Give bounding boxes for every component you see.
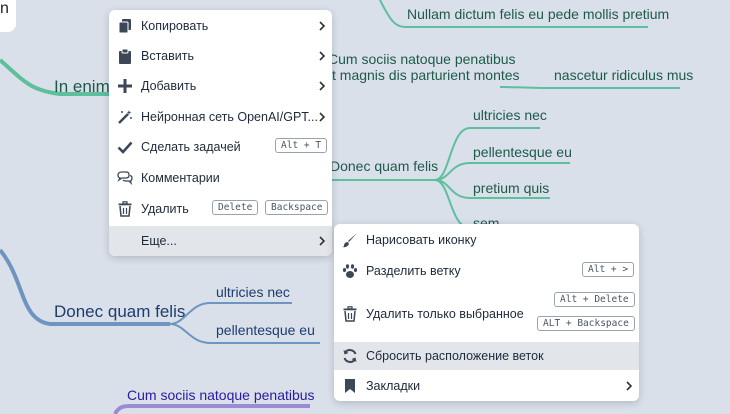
context-menu: Копировать Вставить Добавить Нейронная с…: [109, 10, 332, 256]
menu-item-label: Еще...: [141, 234, 177, 248]
mindmap-node[interactable]: t magnis dis parturient montes: [332, 67, 520, 83]
shortcut-badge: Backspace: [265, 200, 329, 215]
shortcut-badge: Alt + Delete: [554, 292, 635, 307]
chevron-right-icon: [319, 20, 326, 31]
shortcut-badge: Delete: [212, 200, 259, 215]
mindmap-node[interactable]: Nullam dictum felis eu pede mollis preti…: [407, 6, 670, 22]
menu-item-add[interactable]: Добавить: [109, 71, 332, 101]
submenu: Нарисовать иконку Разделить ветку Alt + …: [334, 224, 639, 401]
menu-item-label: Удалить: [141, 201, 189, 216]
menu-item-label: Комментарии: [141, 170, 220, 185]
refresh-icon: [342, 348, 358, 364]
mindmap-node[interactable]: nascetur ridiculus mus: [554, 67, 694, 83]
menu-item-label: Закладки: [366, 378, 421, 393]
mindmap-node[interactable]: pellentesque eu: [216, 322, 315, 338]
submenu-item-reset-layout[interactable]: Сбросить расположение веток: [334, 342, 639, 370]
chevron-right-icon: [319, 111, 326, 122]
menu-item-copy[interactable]: Копировать: [109, 10, 332, 41]
trash-icon: [342, 305, 358, 322]
menu-item-label: Добавить: [141, 79, 197, 93]
top-node-chip[interactable]: n: [0, 0, 16, 32]
trash-icon: [117, 200, 133, 217]
chevron-right-icon: [319, 51, 326, 61]
comments-icon: [117, 170, 133, 186]
mindmap-node[interactable]: Donec quam felis: [330, 158, 439, 174]
menu-item-comments[interactable]: Комментарии: [109, 162, 332, 193]
menu-item-openai[interactable]: Нейронная сеть OpenAI/GPT...: [109, 101, 332, 132]
check-icon: [117, 139, 133, 155]
menu-item-label: Сбросить расположение веток: [366, 349, 544, 363]
clipboard-icon: [117, 48, 133, 64]
menu-item-label: Разделить ветку: [366, 263, 461, 278]
menu-item-label: Удалить только выбранное: [366, 306, 524, 321]
copy-icon: [117, 18, 133, 34]
menu-item-label: Копировать: [141, 18, 209, 33]
submenu-item-bookmarks[interactable]: Закладки: [334, 370, 639, 401]
submenu-item-draw-icon[interactable]: Нарисовать иконку: [334, 224, 639, 255]
menu-item-label: Вставить: [141, 49, 194, 63]
shortcut-badge: Alt + T: [275, 138, 328, 153]
mindmap-node[interactable]: pretium quis: [473, 180, 550, 196]
menu-item-make-task[interactable]: Сделать задачей Alt + T: [109, 132, 332, 162]
chevron-right-icon: [626, 380, 633, 391]
menu-item-more[interactable]: Еще...: [109, 226, 332, 256]
plus-icon: [117, 78, 133, 94]
paw-icon: [342, 263, 358, 279]
submenu-item-delete-selected[interactable]: Удалить только выбранное Alt + Delete AL…: [334, 286, 639, 341]
paint-brush-icon: [342, 232, 358, 248]
mindmap-node[interactable]: Cum sociis natoque penatibus: [127, 387, 315, 403]
top-node-char: n: [0, 0, 9, 17]
menu-item-paste[interactable]: Вставить: [109, 41, 332, 71]
menu-item-label: Сделать задачей: [141, 140, 241, 154]
magic-wand-icon: [117, 109, 133, 125]
shortcut-badge: Alt + >: [582, 262, 635, 277]
mindmap-node[interactable]: ultricies nec: [473, 107, 547, 123]
bookmark-icon: [342, 378, 358, 394]
menu-item-label: Нарисовать иконку: [366, 232, 477, 247]
chevron-right-icon: [319, 236, 326, 246]
chevron-right-icon: [319, 81, 326, 91]
mindmap-node[interactable]: ultricies nec: [216, 284, 290, 300]
shortcut-badge: ALT + Backspace: [537, 316, 635, 331]
menu-item-delete[interactable]: Удалить Delete Backspace: [109, 193, 332, 224]
mindmap-node[interactable]: pellentesque eu: [473, 144, 572, 160]
submenu-item-split-branch[interactable]: Разделить ветку Alt + >: [334, 255, 639, 286]
menu-item-label: Нейронная сеть OpenAI/GPT...: [141, 109, 318, 124]
mindmap-node[interactable]: In enim: [54, 77, 110, 96]
mindmap-node[interactable]: Cum sociis natoque penatibus: [328, 51, 516, 67]
mindmap-node[interactable]: Donec quam felis: [54, 302, 186, 321]
